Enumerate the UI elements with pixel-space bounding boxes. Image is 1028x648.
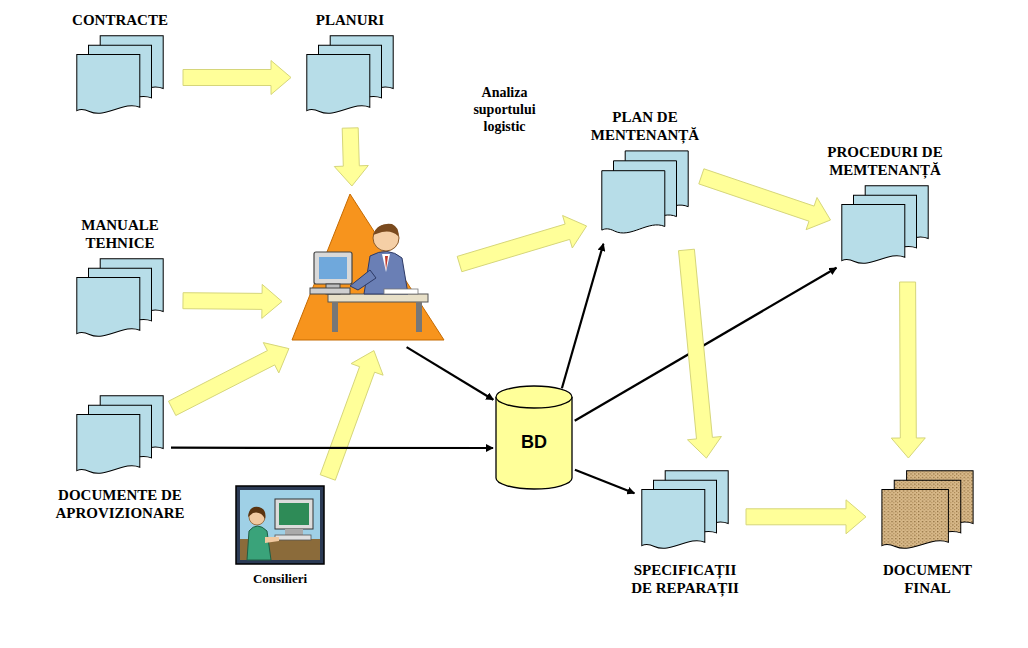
document-title: DOCUMENT FINAL	[873, 561, 983, 597]
page-outline	[77, 278, 140, 337]
block-arrow	[457, 216, 586, 272]
document-stack: CONTRACTE	[75, 35, 165, 120]
page-outline	[307, 55, 370, 114]
database-cylinder: BD	[495, 385, 573, 490]
document-stack-shape	[305, 35, 395, 120]
document-title: Consilieri	[253, 571, 307, 587]
block-arrow	[320, 351, 383, 481]
consultant-icon	[235, 485, 325, 565]
block-arrow	[891, 282, 925, 458]
document-stack: MANUALE TEHNICE	[75, 258, 165, 343]
page-outline	[77, 55, 140, 114]
block-arrow	[334, 128, 368, 186]
analyst-illustration	[288, 190, 448, 345]
page-outline	[882, 490, 949, 549]
block-arrow	[679, 249, 722, 458]
document-title: PLAN DE MENTENANȚĂ	[583, 108, 708, 144]
final-document: DOCUMENT FINAL	[880, 470, 975, 555]
document-stack: DOCUMENTE DE APROVIZIONARE	[75, 395, 165, 480]
document-stack-shape	[75, 395, 165, 480]
illustration-part	[275, 535, 311, 540]
illustration-part	[292, 194, 444, 340]
illustration-part	[240, 490, 320, 560]
block-arrow	[169, 343, 289, 416]
block-arrow	[699, 169, 831, 230]
cylinder-body	[496, 397, 572, 489]
illustration-part	[350, 270, 376, 290]
block-arrow	[746, 500, 866, 534]
document-title: MANUALE TEHNICE	[60, 216, 180, 252]
page-outline	[77, 415, 140, 474]
illustration-part	[384, 289, 418, 294]
analyst-illustration	[288, 190, 448, 345]
illustration-part	[279, 503, 309, 525]
page-outline	[842, 205, 905, 264]
illustration-part	[285, 529, 303, 535]
illustration-part	[416, 302, 422, 332]
document-title: SPECIFICAȚII DE REPARAȚII	[623, 561, 748, 597]
illustration-part	[314, 252, 352, 284]
illustration-part	[275, 499, 313, 529]
cylinder-top	[496, 386, 572, 408]
document-title: CONTRACTE	[72, 11, 168, 29]
document-stack-shape	[75, 35, 165, 120]
illustration-part	[236, 486, 324, 564]
illustration-part	[382, 254, 390, 272]
illustration-part	[373, 224, 398, 236]
data-arrow	[575, 470, 635, 494]
document-title: PROCEDURI DE MEMTENANȚĂ	[815, 143, 955, 179]
illustration-part	[332, 302, 338, 332]
illustration-part	[385, 256, 388, 270]
illustration-part	[328, 294, 428, 302]
document-stack: SPECIFICAȚII DE REPARAȚII	[640, 470, 730, 555]
illustration-part	[265, 537, 279, 543]
document-stack: PROCEDURI DE MEMTENANȚĂ	[840, 185, 930, 270]
edge-label: Analiza suportului logistic	[452, 84, 557, 135]
document-stack-shape	[75, 258, 165, 343]
page-outline	[602, 171, 665, 233]
consultant-icon: Consilieri	[235, 485, 325, 565]
data-arrow	[562, 244, 604, 388]
document-stack-shape	[600, 150, 690, 240]
block-arrow	[183, 284, 282, 318]
document-stack: PLAN DE MENTENANȚĂ	[600, 150, 690, 240]
illustration-part	[310, 288, 350, 294]
document-stack: PLANURI	[305, 35, 395, 120]
node-label: BD	[495, 432, 573, 453]
document-title: PLANURI	[316, 11, 384, 29]
document-title: DOCUMENTE DE APROVIZIONARE	[35, 486, 205, 522]
data-arrow	[171, 447, 493, 449]
document-stack-shape	[640, 470, 730, 555]
document-stack-shape	[840, 185, 930, 270]
illustration-part	[319, 257, 347, 279]
page-outline	[642, 490, 705, 549]
final-document-shape	[880, 470, 975, 555]
illustration-part	[247, 526, 271, 560]
block-arrow	[183, 61, 291, 95]
illustration-part	[248, 507, 265, 519]
data-arrow	[407, 347, 494, 400]
